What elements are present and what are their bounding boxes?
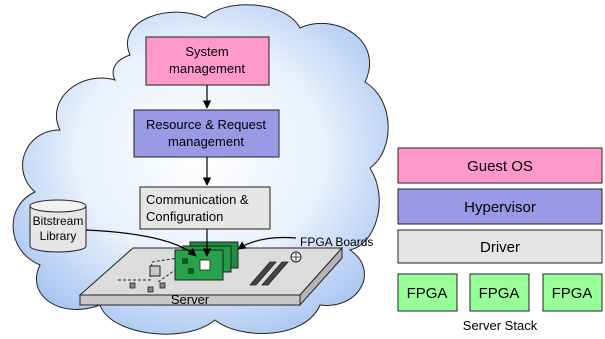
communication-box (139, 186, 271, 230)
system-management-label-1: System (185, 44, 228, 59)
guest-os-label: Guest OS (467, 158, 533, 175)
fpga-box-2 (469, 273, 530, 312)
fpga-box-1 (397, 273, 458, 312)
bitstream-library-cylinder (29, 199, 87, 253)
hypervisor-label: Hypervisor (464, 199, 536, 216)
server-stack-caption: Server Stack (463, 318, 538, 333)
server-label: Server (171, 292, 210, 307)
communication-label-1: Communication & (146, 192, 249, 207)
fpga-label-3: FPGA (552, 285, 593, 302)
system-management-box (145, 36, 270, 86)
fpga-boards-label: FPGA Boards (300, 235, 373, 249)
resource-management-box (133, 109, 280, 158)
communication-label-2: Configuration (146, 209, 223, 224)
guest-os-layer (397, 147, 603, 184)
fpga-label-1: FPGA (407, 285, 448, 302)
system-management-label-2: management (169, 61, 245, 76)
fpga-label-2: FPGA (479, 285, 520, 302)
resource-management-label-1: Resource & Request (146, 117, 266, 132)
bitstream-library-label-2: Library (40, 229, 77, 243)
fpga-box-3 (542, 273, 603, 312)
server-platform (78, 246, 344, 307)
resource-management-label-2: management (168, 134, 244, 149)
arrow-library-to-board (85, 229, 197, 257)
arrow-fpga-label-to-board (237, 236, 297, 250)
server-stack (397, 147, 603, 312)
driver-layer (397, 229, 603, 264)
driver-label: Driver (480, 239, 520, 256)
hypervisor-layer (397, 188, 603, 225)
bitstream-library-label-1: Bitstream (33, 214, 84, 228)
